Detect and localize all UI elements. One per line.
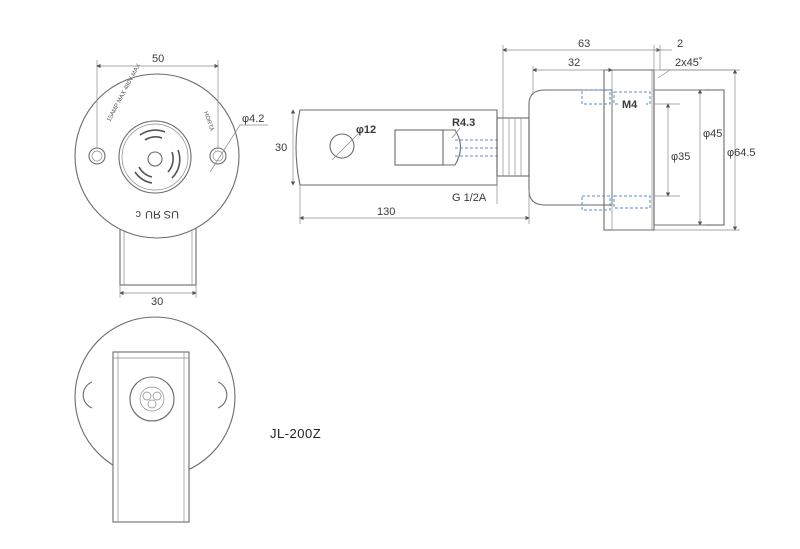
dim-hole-12: φ12 bbox=[356, 124, 376, 136]
cert-left: US bbox=[164, 208, 179, 220]
photocell-cap bbox=[528, 89, 613, 206]
dim-dia-35: φ35 bbox=[671, 151, 690, 163]
front-view: 15AMP MAX 480V MAX HORTA US ЯU c 50 φ4.2… bbox=[74, 53, 268, 308]
dim-thread: G 1/2A bbox=[452, 192, 487, 204]
dim-inner-32: 32 bbox=[568, 57, 580, 69]
dim-cap-63: 63 bbox=[578, 38, 590, 50]
model-label: JL-200Z bbox=[270, 426, 321, 441]
dim-hole-4-2: φ4.2 bbox=[242, 113, 264, 125]
cert-right: c bbox=[135, 208, 141, 220]
dim-dia-45: φ45 bbox=[703, 128, 722, 140]
dim-offset-2: 2 bbox=[677, 38, 683, 50]
thread-section bbox=[496, 117, 530, 177]
side-bracket bbox=[295, 109, 498, 186]
side-view: 130 30 φ12 R4.3 G 1/2A 63 2 32 2x45˚ M4 bbox=[275, 38, 756, 231]
dim-radius-4-3: R4.3 bbox=[452, 117, 475, 129]
cert-mark: ЯU bbox=[145, 208, 161, 220]
dim-screw-m4: M4 bbox=[622, 99, 638, 111]
dim-length-130: 130 bbox=[377, 206, 395, 218]
bottom-view: JL-200Z bbox=[74, 316, 321, 523]
dim-dia-64-5: φ64.5 bbox=[727, 147, 756, 159]
dim-height-30: 30 bbox=[275, 142, 287, 154]
bottom-bracket bbox=[112, 351, 190, 523]
front-disc bbox=[74, 73, 240, 239]
dim-bracket-30: 30 bbox=[151, 296, 163, 308]
dim-chamfer: 2x45˚ bbox=[675, 57, 703, 69]
receptacle bbox=[118, 120, 192, 194]
dim-width-50: 50 bbox=[152, 53, 164, 65]
